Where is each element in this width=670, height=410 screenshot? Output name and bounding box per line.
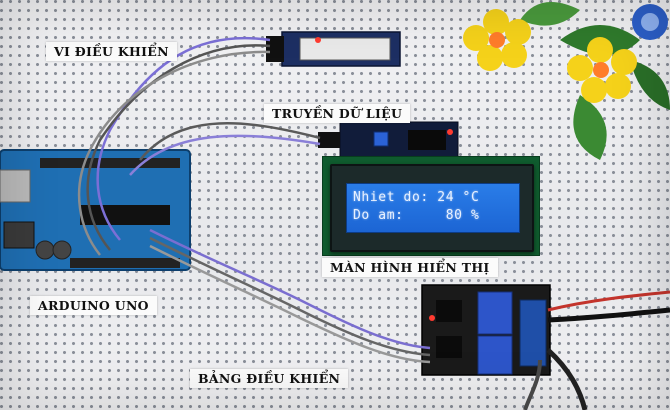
wire bbox=[96, 36, 271, 241]
leaf bbox=[520, 2, 580, 26]
wire bbox=[129, 134, 321, 176]
wire bbox=[149, 244, 431, 364]
power-led bbox=[447, 129, 453, 135]
wire bbox=[139, 122, 321, 161]
label-arduino: ARDUINO UNO bbox=[30, 296, 157, 315]
usb-port bbox=[0, 169, 31, 203]
label-transmission: TRUYỀN DỮ LIỆU bbox=[264, 104, 411, 123]
label-display: MÀN HÌNH HIỂN THỊ bbox=[322, 258, 498, 277]
wire bbox=[547, 307, 670, 323]
relay-led bbox=[429, 315, 435, 321]
wire bbox=[149, 236, 431, 357]
lcd-line-1: Nhiet do: 24 °C bbox=[353, 190, 480, 205]
leaf bbox=[573, 95, 607, 160]
relay-block-2 bbox=[477, 335, 513, 375]
status-led bbox=[315, 37, 321, 43]
lcd-screen: Nhiet do: 24 °C Do am: 80 % bbox=[346, 183, 520, 233]
bluetooth-header bbox=[266, 36, 284, 62]
wire bbox=[77, 50, 271, 256]
power-jack bbox=[3, 221, 35, 249]
wire bbox=[86, 44, 271, 251]
header-analog bbox=[70, 258, 180, 268]
optocoupler bbox=[436, 300, 462, 322]
wire bbox=[523, 359, 542, 410]
i2c-header bbox=[318, 132, 340, 148]
potentiometer bbox=[373, 131, 389, 147]
label-control-board: BẢNG ĐIỀU KHIỂN bbox=[190, 369, 349, 388]
flower-blue bbox=[632, 4, 668, 40]
flower bbox=[567, 37, 637, 103]
wire bbox=[546, 348, 588, 410]
optocoupler bbox=[436, 336, 462, 358]
header-digital bbox=[40, 158, 180, 168]
flower bbox=[463, 9, 531, 71]
wire bbox=[149, 228, 431, 350]
terminal-block bbox=[519, 299, 547, 367]
lcd-line-2: Do am: 80 % bbox=[353, 208, 480, 223]
relay-block-1 bbox=[477, 291, 513, 335]
capacitor bbox=[52, 240, 72, 260]
wire bbox=[547, 290, 670, 312]
leaf bbox=[630, 60, 670, 110]
bluetooth-antenna bbox=[299, 37, 391, 61]
i2c-chip bbox=[408, 130, 446, 150]
label-microcontroller: VI ĐIỀU KHIỂN bbox=[46, 42, 177, 61]
